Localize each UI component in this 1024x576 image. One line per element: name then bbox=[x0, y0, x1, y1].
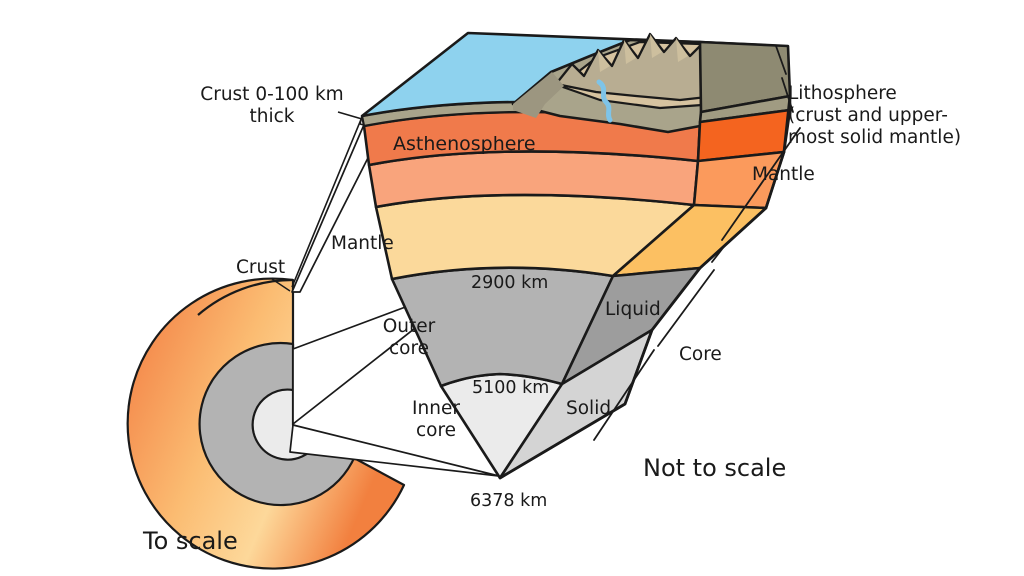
label-lithosphere: Lithosphere (crust and upper- most solid… bbox=[788, 83, 962, 148]
leader-mantle-left bbox=[291, 119, 373, 293]
label-mantle-right: Mantle bbox=[752, 164, 815, 185]
leader-lines bbox=[271, 111, 500, 477]
to-scale-crust-arc bbox=[197, 278, 294, 316]
river bbox=[596, 79, 613, 123]
label-depth-5100: 5100 km bbox=[472, 378, 550, 398]
label-crust-thickness: Crust 0-100 km thick bbox=[200, 84, 344, 127]
wedge-side-face bbox=[498, 40, 792, 480]
label-solid: Solid bbox=[566, 398, 612, 419]
label-not-to-scale: Not to scale bbox=[643, 454, 787, 482]
label-to-scale: To scale bbox=[143, 527, 238, 555]
label-core-right: Core bbox=[679, 344, 722, 365]
label-asthenosphere: Asthenosphere bbox=[393, 133, 536, 155]
crust-sliver-connector-a bbox=[291, 116, 363, 288]
label-inner-core: Inner core bbox=[412, 398, 460, 441]
label-liquid: Liquid bbox=[605, 299, 661, 320]
label-depth-6378: 6378 km bbox=[470, 491, 548, 511]
coast-shading bbox=[513, 72, 564, 118]
leader-inner-core bbox=[289, 424, 500, 477]
to-scale-earth-figure bbox=[126, 277, 406, 570]
right-brackets bbox=[593, 45, 801, 441]
label-outer-core: Outer core bbox=[382, 316, 436, 359]
mountain-highlights bbox=[598, 34, 737, 74]
bracket-mantle bbox=[711, 127, 801, 263]
bracket-core bbox=[593, 269, 715, 441]
leader-crust-thickness bbox=[337, 111, 363, 120]
leader-crust-label bbox=[271, 278, 291, 292]
label-crust: Crust bbox=[236, 257, 286, 278]
wedge-front-face bbox=[362, 110, 702, 480]
label-mantle-left: Mantle bbox=[331, 233, 394, 254]
label-depth-2900: 2900 km bbox=[471, 273, 549, 293]
cutaway-wedge bbox=[360, 31, 792, 480]
bracket-lithosphere bbox=[775, 45, 794, 113]
